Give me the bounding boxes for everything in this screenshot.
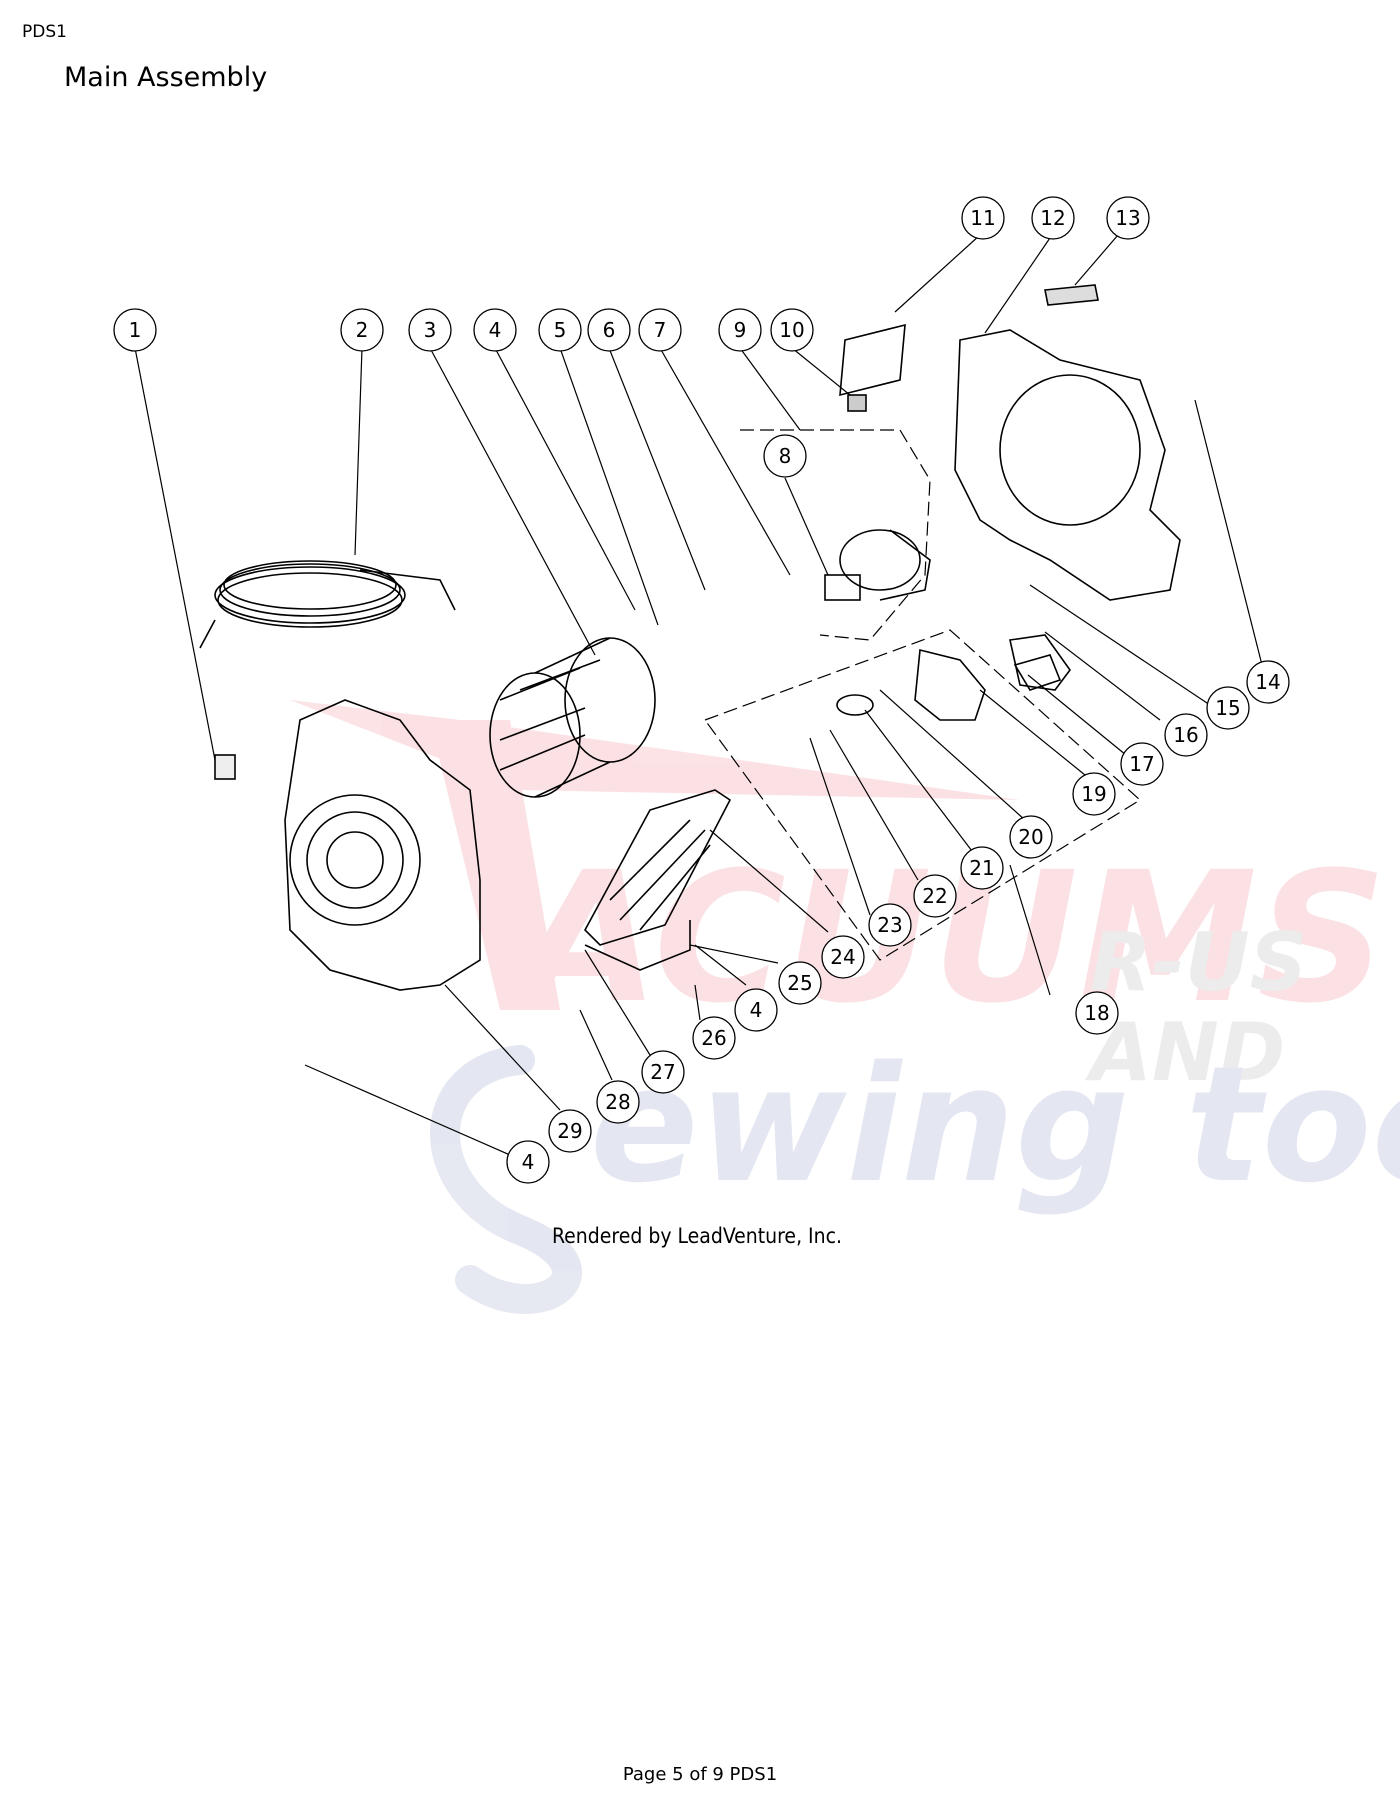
callout-13: 13 xyxy=(1106,196,1150,240)
svg-text:7: 7 xyxy=(654,318,667,342)
svg-text:1: 1 xyxy=(129,318,142,342)
svg-text:20: 20 xyxy=(1018,825,1043,849)
watermark-script: ewing too xyxy=(590,1031,1400,1218)
callout-5: 5 xyxy=(538,308,582,352)
document-code: PDS1 xyxy=(22,22,67,42)
callout-3: 3 xyxy=(408,308,452,352)
callout-17: 17 xyxy=(1120,742,1164,786)
callout-25: 25 xyxy=(778,961,822,1005)
svg-text:4: 4 xyxy=(489,318,502,342)
svg-text:18: 18 xyxy=(1084,1001,1109,1025)
callout-2: 2 xyxy=(340,308,384,352)
callout-16: 16 xyxy=(1164,713,1208,757)
render-credit: Rendered by LeadVenture, Inc. xyxy=(552,1224,842,1248)
svg-text:22: 22 xyxy=(922,884,947,908)
watermark-and: AND xyxy=(1084,1006,1285,1099)
callout-26: 26 xyxy=(692,1016,736,1060)
callout-8: 8 xyxy=(763,434,807,478)
svg-text:6: 6 xyxy=(603,318,616,342)
svg-text:14: 14 xyxy=(1255,670,1280,694)
svg-text:16: 16 xyxy=(1173,723,1198,747)
svg-text:5: 5 xyxy=(554,318,567,342)
watermark-word: ACUUMS xyxy=(508,834,1387,1043)
callout-24: 24 xyxy=(821,935,865,979)
svg-text:24: 24 xyxy=(830,945,855,969)
svg-text:4: 4 xyxy=(750,998,763,1022)
svg-text:11: 11 xyxy=(970,206,995,230)
svg-text:4: 4 xyxy=(522,1150,535,1174)
svg-text:29: 29 xyxy=(557,1119,582,1143)
callout-bubbles: 1 2 3 4 5 6 7 9 10 8 11 12 13 14 15 16 1… xyxy=(113,196,1290,1184)
leader-lines xyxy=(134,234,1263,1156)
callout-12: 12 xyxy=(1031,196,1075,240)
callout-22: 22 xyxy=(913,874,957,918)
svg-text:13: 13 xyxy=(1115,206,1140,230)
callout-9: 9 xyxy=(718,308,762,352)
callout-21: 21 xyxy=(960,846,1004,890)
callout-4-lower: 4 xyxy=(734,988,778,1032)
callout-28: 28 xyxy=(596,1080,640,1124)
callout-4-bottom: 4 xyxy=(506,1140,550,1184)
callout-23: 23 xyxy=(868,903,912,947)
svg-text:26: 26 xyxy=(701,1026,726,1050)
callout-4: 4 xyxy=(473,308,517,352)
callout-18: 18 xyxy=(1075,991,1119,1035)
svg-text:8: 8 xyxy=(779,444,792,468)
callout-14: 14 xyxy=(1246,660,1290,704)
callout-29: 29 xyxy=(548,1109,592,1153)
svg-text:27: 27 xyxy=(650,1060,675,1084)
callout-20: 20 xyxy=(1009,815,1053,859)
svg-text:2: 2 xyxy=(356,318,369,342)
callout-10: 10 xyxy=(770,308,814,352)
page-footer: Page 5 of 9 PDS1 xyxy=(622,1764,778,1785)
callout-6: 6 xyxy=(587,308,631,352)
svg-text:21: 21 xyxy=(969,856,994,880)
callout-27: 27 xyxy=(641,1050,685,1094)
svg-text:15: 15 xyxy=(1215,696,1240,720)
svg-text:9: 9 xyxy=(734,318,747,342)
svg-text:12: 12 xyxy=(1040,206,1065,230)
parts-artwork xyxy=(199,284,1181,991)
watermark-rus: R-US xyxy=(1090,916,1307,1009)
svg-text:23: 23 xyxy=(877,913,902,937)
svg-text:28: 28 xyxy=(605,1090,630,1114)
page-title: Main Assembly xyxy=(64,62,268,93)
callout-7: 7 xyxy=(638,308,682,352)
callout-1: 1 xyxy=(113,308,157,352)
svg-text:17: 17 xyxy=(1129,752,1154,776)
svg-text:10: 10 xyxy=(779,318,804,342)
svg-text:19: 19 xyxy=(1081,782,1106,806)
svg-text:3: 3 xyxy=(424,318,437,342)
watermark: ACUUMS R-US AND ewing too xyxy=(290,700,1400,1314)
svg-text:25: 25 xyxy=(787,971,812,995)
callout-15: 15 xyxy=(1206,686,1250,730)
callout-19: 19 xyxy=(1072,772,1116,816)
callout-11: 11 xyxy=(961,196,1005,240)
